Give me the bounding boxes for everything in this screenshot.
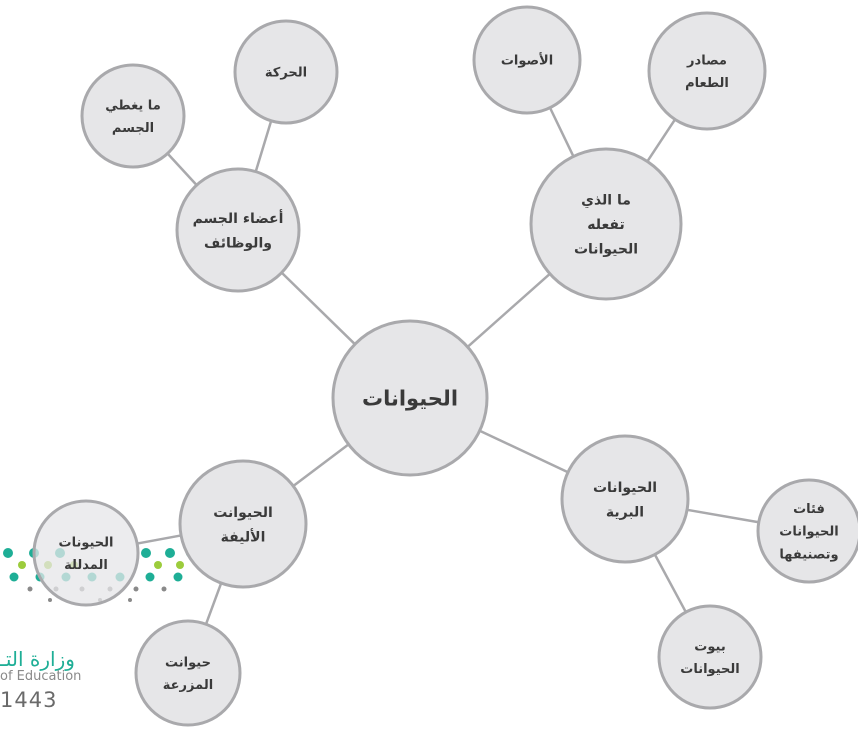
node-circle-body: [175, 167, 301, 293]
node-label-root: الحيوانات: [362, 387, 458, 411]
edge-root-body: [280, 271, 356, 346]
node-circle-farm: [134, 619, 242, 727]
node-circle-food: [647, 11, 767, 131]
node-label-cats: فئات: [793, 502, 825, 517]
node-cats: فئات الحيوانات وتصنيفها: [756, 478, 858, 584]
logo-year: 1443: [0, 688, 58, 712]
node-label-sounds: الأصوات: [501, 52, 553, 69]
node-label-homes: الحيوانات: [680, 662, 739, 677]
node-label-what: تفعله: [587, 217, 624, 233]
node-label-move: الحركة: [265, 66, 307, 81]
node-label-spoiled: الحيونات: [59, 535, 114, 550]
edge-root-wild: [479, 429, 569, 474]
logo-dot: [165, 548, 175, 558]
node-sounds: الأصوات: [472, 5, 582, 115]
node-label-farm: المزرعة: [163, 678, 213, 693]
node-circle-homes: [657, 604, 763, 710]
node-circle-sounds: [472, 5, 582, 115]
edge-pets-farm: [204, 582, 223, 625]
logo-dot: [133, 586, 139, 592]
nodes-layer: الحيوانات أعضاء الجسم والوظائف ما الذي تفعله…: [32, 5, 858, 727]
node-label-food: مصادر: [686, 53, 727, 68]
node-circle-cats: [756, 478, 858, 584]
logo-dot: [18, 561, 26, 569]
logo-dot: [27, 586, 33, 592]
logo-dot: [173, 572, 183, 582]
node-root: الحيوانات: [331, 319, 489, 477]
logo-dot: [141, 548, 151, 558]
node-label-food: الطعام: [685, 76, 729, 91]
edge-pets-spoiled: [136, 534, 182, 545]
node-wild: الحيوانات البرية: [560, 434, 690, 564]
node-label-cover: ما يغطي: [105, 98, 161, 113]
node-circle-root: [331, 319, 489, 477]
node-circle-move: [233, 19, 339, 125]
edge-root-pets: [292, 443, 350, 488]
node-label-body: أعضاء الجسم: [193, 209, 284, 227]
logo-dot: [48, 598, 52, 602]
node-circle-wild: [560, 434, 690, 564]
edges-layer: [136, 107, 759, 625]
logo-dot: [161, 586, 167, 592]
node-label-what: ما الذي: [581, 193, 631, 210]
edge-what-food: [646, 118, 677, 163]
edge-wild-cats: [686, 508, 759, 524]
node-circle-pets: [178, 459, 308, 589]
node-label-cats: وتصنيفها: [779, 547, 838, 562]
edge-body-move: [254, 120, 273, 172]
node-spoiled: الحيونات المدللة: [32, 499, 140, 607]
node-label-spoiled: المدللة: [64, 558, 108, 573]
node-label-what: الحيوانات: [574, 242, 638, 258]
node-label-cover: الجسم: [112, 121, 154, 136]
edge-root-what: [466, 272, 551, 348]
logo-dot: [176, 561, 184, 569]
node-cover: ما يغطي الجسم: [80, 63, 186, 169]
node-what: ما الذي تفعله الحيوانات: [529, 147, 683, 301]
node-label-pets: الحيوانت: [213, 505, 273, 521]
node-circle-spoiled: [32, 499, 140, 607]
node-circle-cover: [80, 63, 186, 169]
node-label-homes: بيوت: [694, 639, 725, 654]
logo-english-text: of Education: [0, 669, 82, 684]
node-food: مصادر الطعام: [647, 11, 767, 131]
logo-dot: [9, 572, 19, 582]
logo-dot: [145, 572, 155, 582]
node-label-wild: البرية: [606, 504, 644, 520]
node-label-farm: حيوانت: [165, 655, 211, 670]
node-circle-what: [529, 147, 683, 301]
logo-arabic-text: وزارة التـ: [0, 647, 75, 671]
node-label-wild: الحيوانات: [593, 480, 657, 496]
node-label-pets: الأليفة: [221, 528, 266, 545]
node-move: الحركة: [233, 19, 339, 125]
node-label-body: والوظائف: [204, 235, 272, 251]
logo-dot: [3, 548, 13, 558]
edge-body-cover: [166, 152, 198, 186]
edge-what-sounds: [548, 107, 575, 157]
logo-dot: [128, 598, 132, 602]
node-body: أعضاء الجسم والوظائف: [175, 167, 301, 293]
logo-dot: [154, 561, 162, 569]
node-pets: الحيوانت الأليفة: [178, 459, 308, 589]
edge-wild-homes: [653, 553, 687, 613]
node-homes: بيوت الحيوانات: [657, 604, 763, 710]
node-farm: حيوانت المزرعة: [134, 619, 242, 727]
node-label-cats: الحيوانات: [779, 525, 838, 540]
